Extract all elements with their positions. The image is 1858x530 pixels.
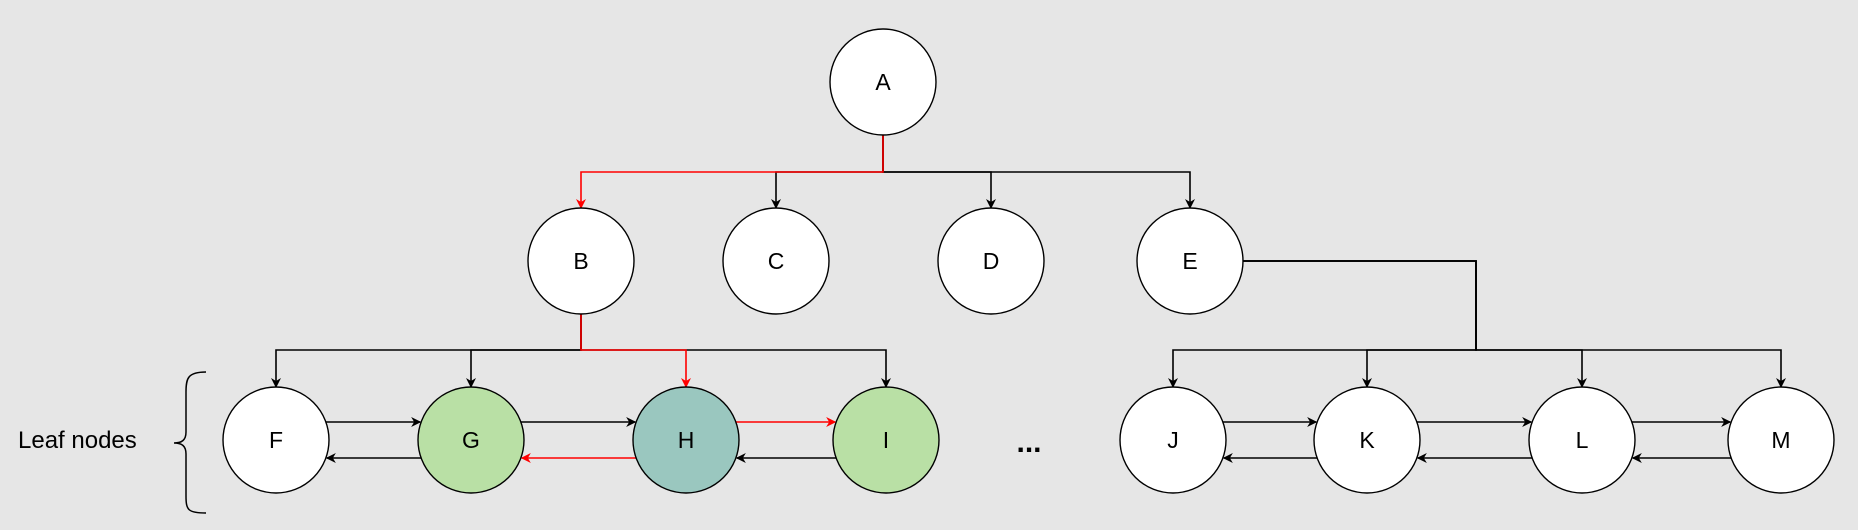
node-m-label: M <box>1771 427 1790 453</box>
node-a-label: A <box>875 69 891 95</box>
node-l-circle <box>1528 386 1636 494</box>
node-m: M <box>1727 386 1835 494</box>
node-b: B <box>527 207 635 315</box>
node-e: E <box>1136 207 1244 315</box>
node-j-circle <box>1119 386 1227 494</box>
leaf-nodes-label: Leaf nodes <box>18 427 137 454</box>
node-k-circle <box>1313 386 1421 494</box>
node-f: F <box>222 386 330 494</box>
node-d-circle <box>937 207 1045 315</box>
node-i: I <box>832 386 940 494</box>
edge-e-k <box>1243 260 1477 388</box>
node-b-label: B <box>573 248 588 274</box>
edge-e-m <box>1243 260 1786 388</box>
edges-layer <box>271 135 1786 463</box>
node-m-circle <box>1727 386 1835 494</box>
leaf-brace <box>173 371 207 514</box>
node-c: C <box>722 207 830 315</box>
node-a: A <box>829 28 937 136</box>
node-f-circle <box>222 386 330 494</box>
node-h: H <box>632 386 740 494</box>
edge-e-l <box>1243 260 1587 388</box>
node-i-label: I <box>883 427 889 453</box>
edge-b-h <box>580 314 691 388</box>
node-k: K <box>1313 386 1421 494</box>
node-g-circle <box>417 386 525 494</box>
node-b-circle <box>527 207 635 315</box>
node-j-label: J <box>1167 427 1179 453</box>
node-h-label: H <box>678 427 695 453</box>
node-f-label: F <box>269 427 283 453</box>
node-l: L <box>1528 386 1636 494</box>
node-c-circle <box>722 207 830 315</box>
nodes-layer: A B C D E F G H I J K L M <box>222 28 1835 494</box>
node-a-circle <box>829 28 937 136</box>
node-e-label: E <box>1182 248 1197 274</box>
edge-b-g <box>466 314 582 388</box>
node-e-circle <box>1136 207 1244 315</box>
node-g: G <box>417 386 525 494</box>
ellipsis: ... <box>1016 426 1041 459</box>
node-d: D <box>937 207 1045 315</box>
node-g-label: G <box>462 427 480 453</box>
node-j: J <box>1119 386 1227 494</box>
node-c-label: C <box>768 248 785 274</box>
node-h-circle <box>632 386 740 494</box>
edge-a-b <box>576 135 884 209</box>
edge-a-e <box>882 135 1195 209</box>
node-i-circle <box>832 386 940 494</box>
node-d-label: D <box>983 248 1000 274</box>
node-l-label: L <box>1576 427 1589 453</box>
node-k-label: K <box>1359 427 1375 453</box>
